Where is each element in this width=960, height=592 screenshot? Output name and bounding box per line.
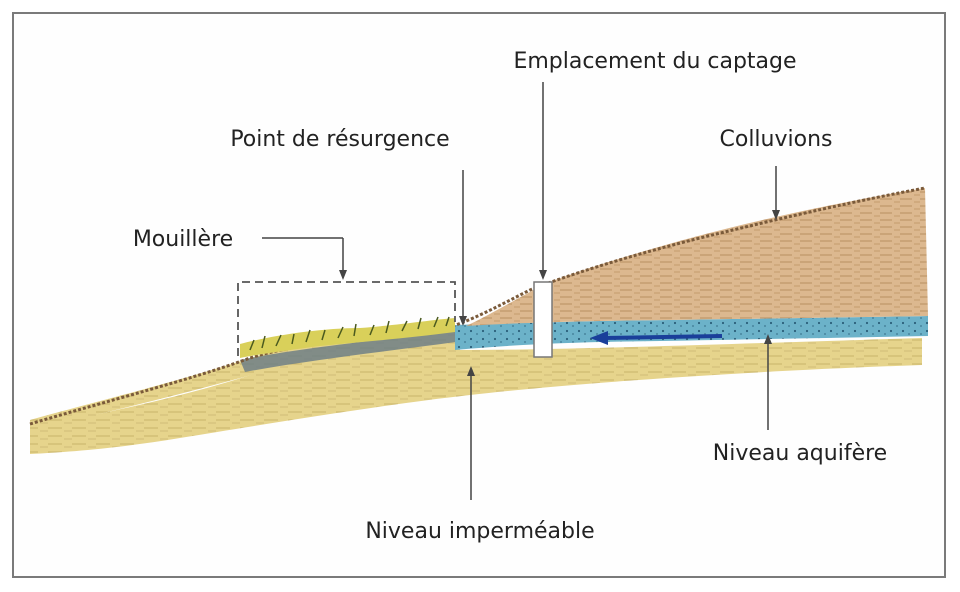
label-captage: Emplacement du captage — [513, 49, 796, 74]
grass-tufts — [240, 318, 455, 358]
resurgence-arrowhead — [459, 316, 467, 326]
well-shaft — [533, 281, 553, 358]
captage-arrowhead — [539, 270, 547, 280]
colluvium-layer — [466, 188, 928, 326]
impermeable-layer — [30, 338, 922, 454]
grass-strokes — [249, 316, 450, 351]
groundwater-flow-line — [603, 334, 723, 340]
ground-surface-line — [29, 186, 926, 426]
label-impermeable: Niveau imperméable — [365, 519, 594, 544]
groundwater-flow-arrowhead — [590, 331, 608, 345]
label-aquifere: Niveau aquifère — [713, 441, 887, 466]
mouillere-bracket — [237, 281, 456, 356]
colluvions-arrowhead — [772, 210, 780, 220]
label-resurgence: Point de résurgence — [230, 127, 449, 152]
label-colluvions: Colluvions — [720, 127, 833, 152]
impermeable-arrowhead — [467, 366, 475, 376]
wetland-soil — [240, 330, 470, 372]
aquifer-layer — [455, 316, 928, 350]
label-mouillere: Mouillère — [133, 227, 233, 252]
mouillere-arrowhead — [339, 270, 347, 280]
aquifere-arrowhead — [764, 334, 772, 344]
